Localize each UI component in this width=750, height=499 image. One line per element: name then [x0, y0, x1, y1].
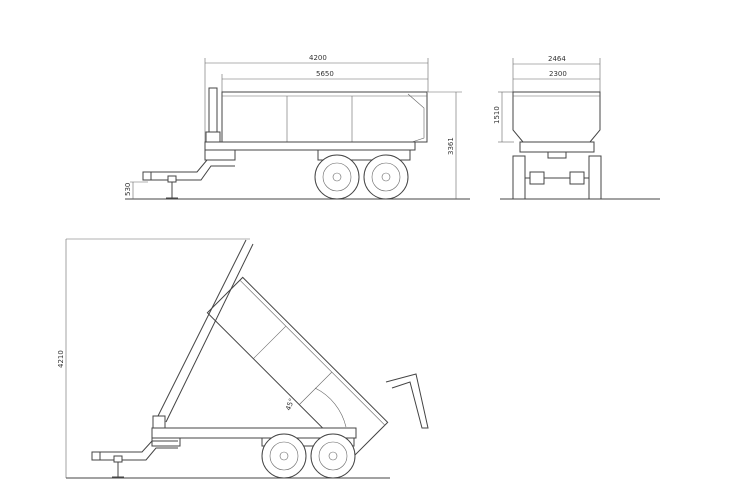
tip-suspension: [261, 437, 355, 447]
tip-rear-door: [385, 373, 429, 429]
side-hydraulic-cylinder: [208, 87, 218, 133]
side-wheel-rear: [363, 154, 409, 200]
tip-cargo-box: [206, 276, 389, 459]
side-drawbar: [148, 159, 235, 181]
side-rear-door: [407, 93, 425, 143]
dim-outer-width-label: 2464: [548, 55, 566, 63]
dim-inner-width-label: 2300: [549, 70, 567, 78]
tipping-view: 4210 45°: [57, 238, 429, 479]
rear-view: 2464 2300 1510: [493, 55, 660, 200]
side-suspension: [317, 149, 411, 161]
tip-wheel-rear: [310, 433, 356, 479]
side-wheel-front: [314, 154, 360, 200]
dim-tipped-height: 4210: [57, 238, 250, 478]
rear-cargo-box: [512, 91, 601, 143]
dim-body-length-label: 5650: [316, 70, 334, 78]
dim-height-label: 3361: [447, 137, 455, 155]
dim-outer-width: 2464: [512, 55, 601, 92]
tip-wheel-front: [261, 433, 307, 479]
dim-body-height-label: 1510: [493, 106, 501, 124]
tip-angle-label: 45°: [284, 397, 296, 411]
rear-chassis-frame: [519, 141, 595, 153]
side-view: 4200 5650 3361 530: [124, 54, 470, 200]
side-cargo-box: [221, 91, 428, 143]
tip-angle-arc: [314, 387, 347, 428]
dim-body-height: 1510: [493, 91, 514, 143]
dim-inner-width: 2300: [513, 70, 600, 80]
dim-body-length: 5650: [221, 70, 428, 92]
side-chassis-frame: [204, 141, 416, 151]
dim-overall-length-label: 4200: [309, 54, 327, 62]
dim-overall-length: 4200: [204, 54, 429, 150]
tip-chassis-frame: [151, 427, 357, 439]
rear-wheel-left: [512, 155, 526, 200]
rear-wheel-right: [588, 155, 602, 200]
dim-tipped-height-label: 4210: [57, 350, 65, 368]
tip-hydraulic-cylinder: [152, 239, 254, 429]
dim-height: 3361: [428, 91, 462, 199]
dim-hitch-height: 530: [124, 181, 148, 199]
dim-hitch-height-label: 530: [124, 183, 132, 196]
